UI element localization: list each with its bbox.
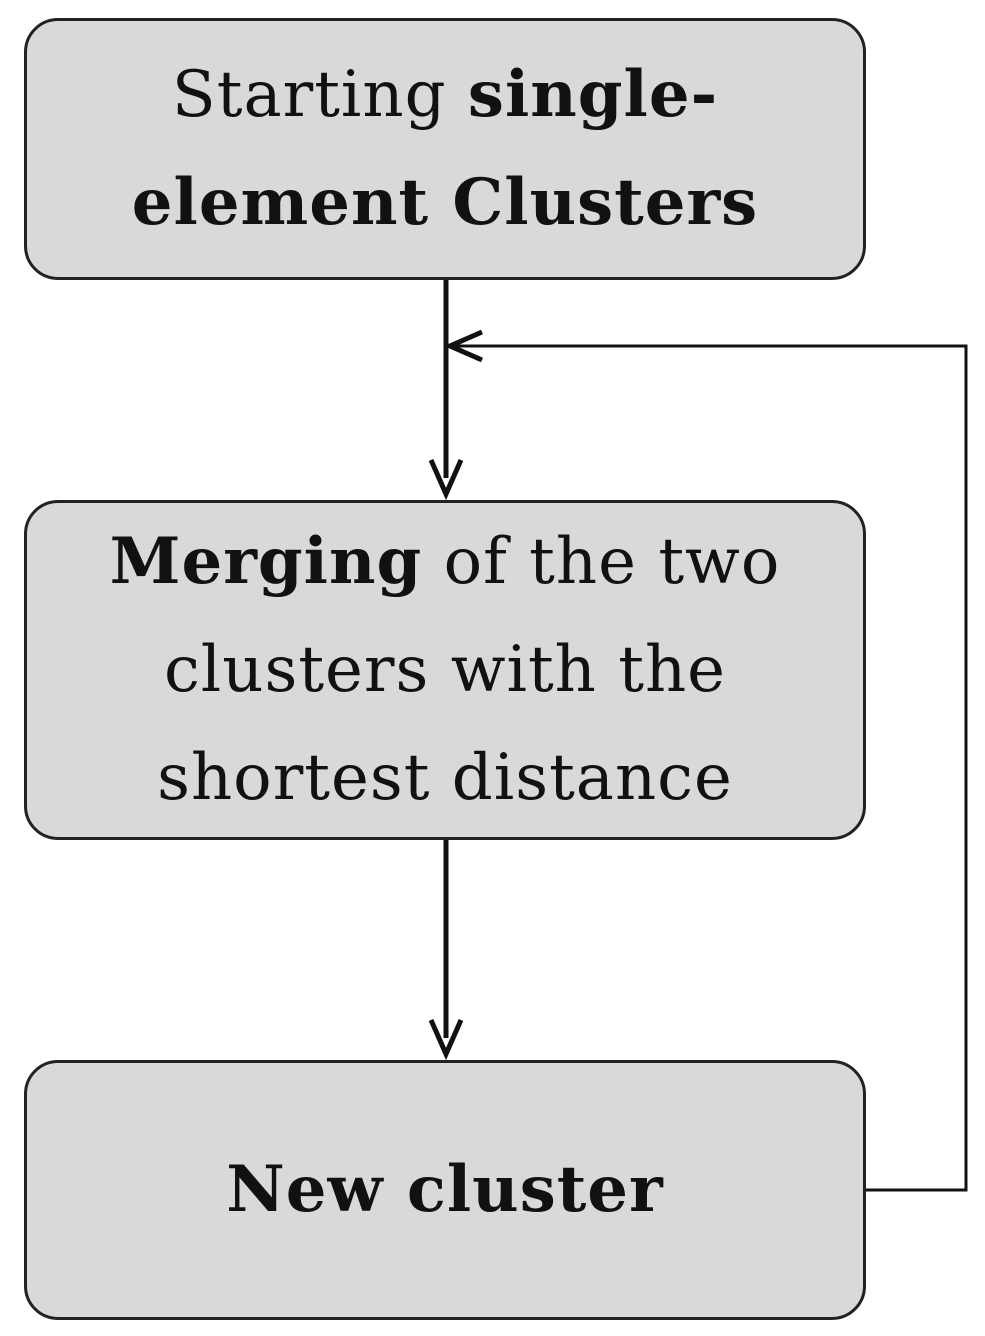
node-new-cluster: New cluster bbox=[24, 1060, 866, 1320]
text-segment: element Clusters bbox=[131, 165, 759, 240]
text-segment: New cluster bbox=[226, 1152, 664, 1227]
text-line: element Clusters bbox=[132, 149, 758, 257]
text-segment: of the two bbox=[422, 525, 781, 599]
text-line: clusters with the bbox=[110, 616, 781, 724]
arrowhead-left-icon bbox=[443, 329, 484, 363]
node-text: Starting single- element Clusters bbox=[112, 41, 778, 257]
node-starting-single-element-clusters: Starting single- element Clusters bbox=[24, 18, 866, 280]
text-line: New cluster bbox=[226, 1136, 663, 1244]
text-segment: single- bbox=[467, 57, 719, 132]
node-text: Merging of the two clusters with the sho… bbox=[90, 508, 801, 832]
node-merging-clusters: Merging of the two clusters with the sho… bbox=[24, 500, 866, 840]
text-segment: clusters with the bbox=[163, 633, 727, 707]
node-text: New cluster bbox=[206, 1136, 683, 1244]
arrowhead-down-icon bbox=[428, 458, 464, 501]
text-segment: Merging bbox=[109, 524, 423, 599]
text-segment: shortest distance bbox=[157, 741, 733, 815]
text-line: Merging of the two bbox=[110, 508, 781, 616]
arrowhead-down-icon bbox=[428, 1018, 464, 1061]
text-line: Starting single- bbox=[132, 41, 758, 149]
text-segment: Starting bbox=[171, 58, 468, 132]
text-line: shortest distance bbox=[110, 724, 781, 832]
